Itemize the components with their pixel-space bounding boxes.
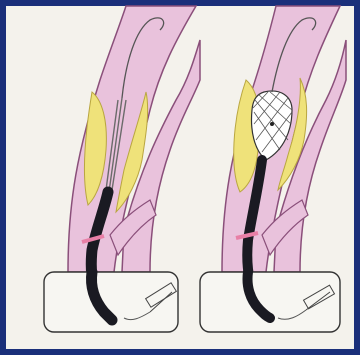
angioplasty-diagram <box>0 0 360 355</box>
figure-frame <box>0 0 360 355</box>
